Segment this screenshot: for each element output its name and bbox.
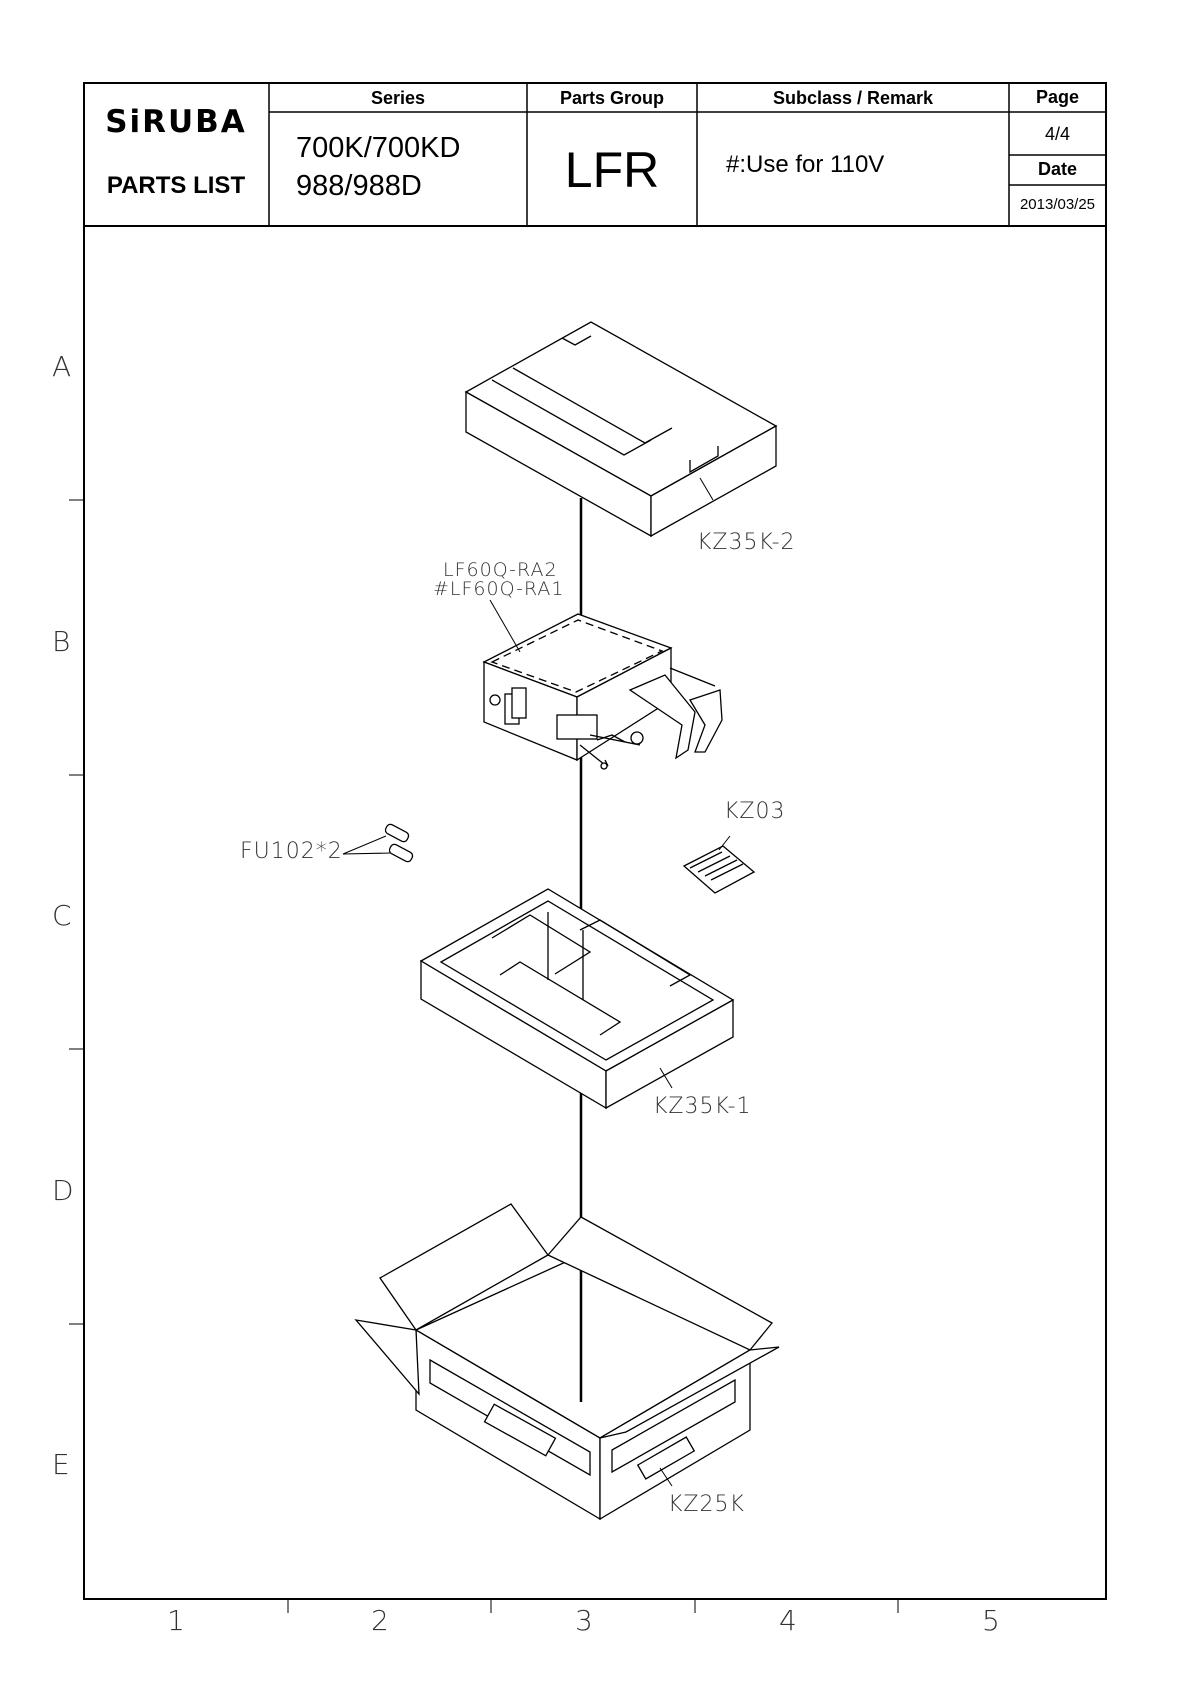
page-label: Page bbox=[1009, 87, 1106, 108]
grid-col-1: 1 bbox=[167, 1604, 185, 1637]
callout-fu102: FU102*2 bbox=[240, 839, 343, 864]
grid-row-b: B bbox=[52, 625, 70, 658]
grid-col-2: 2 bbox=[371, 1604, 389, 1637]
grid-col-3: 3 bbox=[575, 1604, 593, 1637]
date-value: 2013/03/25 bbox=[1009, 196, 1106, 213]
doc-type-title: PARTS LIST bbox=[96, 172, 256, 200]
brand-logo: SiRUBA bbox=[96, 104, 256, 140]
grid-row-e: E bbox=[52, 1448, 70, 1481]
grid-row-a: A bbox=[52, 350, 71, 383]
grid-col-5: 5 bbox=[982, 1604, 1000, 1637]
foam-top-kz35k-2 bbox=[466, 322, 776, 536]
callout-lf60q-ra1: #LF60Q-RA1 bbox=[433, 578, 564, 600]
page-value: 4/4 bbox=[1009, 124, 1106, 145]
series-line-2: 988/988D bbox=[296, 170, 496, 203]
drawing-frame bbox=[84, 83, 1106, 1599]
parts-group-label: Parts Group bbox=[527, 88, 697, 109]
callout-kz25k: KZ25K bbox=[668, 1492, 745, 1517]
carton-kz25k bbox=[356, 1204, 779, 1519]
callout-kz35k-1: KZ35K-1 bbox=[653, 1094, 752, 1119]
grid-row-c: C bbox=[52, 899, 72, 932]
date-label: Date bbox=[1009, 159, 1106, 180]
grid-row-d: D bbox=[52, 1174, 74, 1207]
grid-col-4: 4 bbox=[779, 1604, 797, 1637]
series-label: Series bbox=[269, 88, 527, 109]
motor-unit-lf60q bbox=[484, 614, 722, 769]
foam-bottom-kz35k-1 bbox=[421, 889, 733, 1108]
series-line-1: 700K/700KD bbox=[296, 132, 496, 165]
callout-kz35k-2: KZ35K-2 bbox=[697, 530, 796, 555]
callout-kz03: KZ03 bbox=[724, 799, 786, 824]
parts-group-value: LFR bbox=[527, 141, 697, 199]
subclass-label: Subclass / Remark bbox=[697, 88, 1009, 109]
bag-kz03 bbox=[684, 846, 754, 893]
fuses-fu102 bbox=[384, 823, 414, 863]
remark-text: #:Use for 110V bbox=[726, 151, 986, 179]
